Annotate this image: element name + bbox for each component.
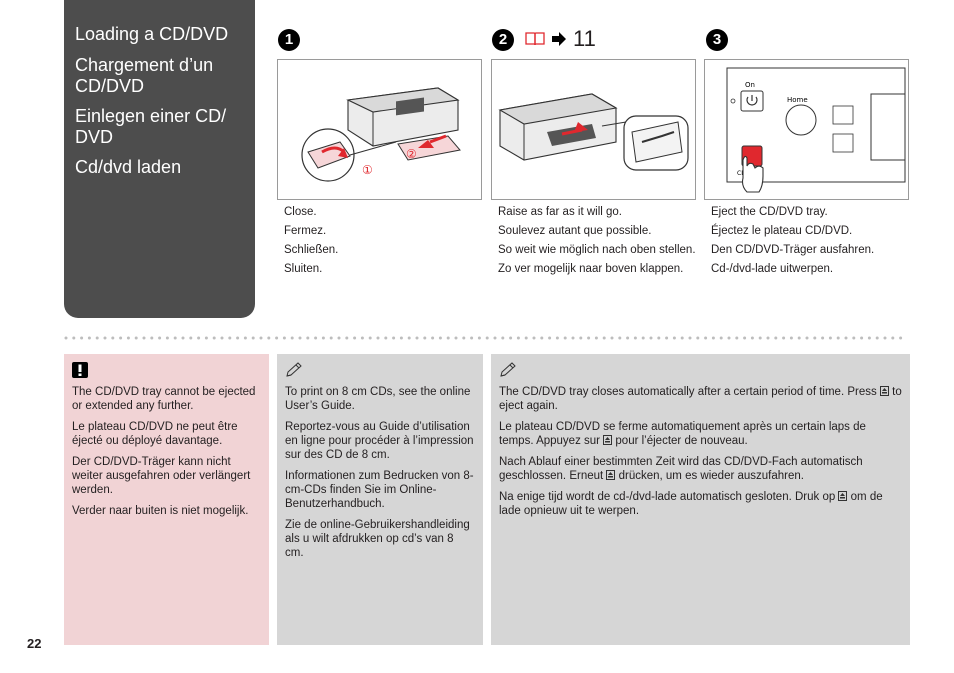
step-2-number: 2 <box>492 29 514 51</box>
caption-de: Schließen. <box>284 244 339 256</box>
note1-text: To print on 8 cm CDs, see the online Use… <box>285 385 475 567</box>
page-number: 22 <box>27 636 42 651</box>
caption-en: Close. <box>284 206 317 218</box>
step-1-captions: Close. Fermez. Schließen. Sluiten. <box>284 205 474 281</box>
note2-text: The CD/DVD tray closes automatically aft… <box>499 385 902 525</box>
note-box-auto-close: The CD/DVD tray closes automatically aft… <box>491 354 910 645</box>
section-title-panel: Loading a CD/DVD Chargement d’un CD/DVD … <box>64 0 255 318</box>
illustration-close-tray: ① ② <box>277 59 482 200</box>
caption-de: So weit wie möglich nach oben stellen. <box>498 244 696 256</box>
illustration-raise-panel <box>491 59 696 200</box>
caption-fr: Fermez. <box>284 225 327 237</box>
eject-icon <box>603 435 613 445</box>
label-circle-one: ① <box>362 163 373 177</box>
printer-raise-drawing <box>498 93 689 171</box>
illustration-eject-tray: On Home CD Tray <box>704 59 909 200</box>
note2-fr-a: Le plateau CD/DVD se ferme automatiqueme… <box>499 421 866 447</box>
step-3-captions: Eject the CD/DVD tray. Éjectez le platea… <box>711 205 907 281</box>
eject-icon <box>879 386 889 396</box>
book-icon <box>525 32 545 46</box>
note2-nl-b: om de lade opnieuw uit te werpen. <box>499 491 883 517</box>
title-fr: Chargement d’un CD/DVD <box>75 55 214 96</box>
caption-nl: Sluiten. <box>284 263 323 275</box>
caution-nl: Verder naar buiten is niet mogelijk. <box>72 505 249 517</box>
step-2-captions: Raise as far as it will go. Soulevez aut… <box>498 205 698 281</box>
note1-nl: Zie de online-Gebruikershandleiding als … <box>285 519 470 559</box>
caption-en: Raise as far as it will go. <box>498 206 622 218</box>
step-3-number: 3 <box>706 29 728 51</box>
label-circle-two: ② <box>406 147 417 161</box>
note2-fr-b: pour l’éjecter de nouveau. <box>615 435 748 447</box>
title-en: Loading a CD/DVD <box>75 24 229 44</box>
note2-nl-a: Na enige tijd wordt de cd-/dvd-lade auto… <box>499 491 836 503</box>
title-de: Einlegen einer CD/ DVD <box>75 106 227 147</box>
note-pencil-icon <box>500 362 516 377</box>
caption-fr: Éjectez le plateau CD/DVD. <box>711 225 853 237</box>
step-2-reference: 11 <box>525 27 596 51</box>
note-box-8cm-cd: To print on 8 cm CDs, see the online Use… <box>277 354 483 645</box>
eject-icon <box>838 491 848 501</box>
step-1-number: 1 <box>278 29 300 51</box>
label-home: Home <box>787 96 808 104</box>
note1-fr: Reportez-vous au Guide d’utilisation en … <box>285 421 474 461</box>
caption-en: Eject the CD/DVD tray. <box>711 206 828 218</box>
eject-icon <box>606 470 616 480</box>
title-nl: Cd/dvd laden <box>75 157 182 177</box>
caption-nl: Zo ver mogelijk naar boven klappen. <box>498 263 684 275</box>
caption-nl: Cd-/dvd-lade uitwerpen. <box>711 263 834 275</box>
printer-close-drawing: ① ② <box>301 87 461 182</box>
label-on: On <box>745 81 755 89</box>
caption-de: Den CD/DVD-Träger ausfahren. <box>711 244 875 256</box>
caution-en: The CD/DVD tray cannot be ejected or ext… <box>72 386 256 412</box>
note2-de-b: drücken, um es wieder auszufahren. <box>618 470 804 482</box>
caution-fr: Le plateau CD/DVD ne peut être éjecté ou… <box>72 421 238 447</box>
note2-de-a: Nach Ablauf einer bestimmten Zeit wird d… <box>499 456 863 482</box>
caption-fr: Soulevez autant que possible. <box>498 225 652 237</box>
note2-nl: Na enige tijd wordt de cd-/dvd-lade auto… <box>499 490 902 518</box>
caution-text: The CD/DVD tray cannot be ejected or ext… <box>72 385 261 525</box>
note2-en-a: The CD/DVD tray closes automatically aft… <box>499 386 877 398</box>
dotted-divider <box>64 336 910 340</box>
note2-en: The CD/DVD tray closes automatically aft… <box>499 385 902 413</box>
caution-box: The CD/DVD tray cannot be ejected or ext… <box>64 354 269 645</box>
note1-en: To print on 8 cm CDs, see the online Use… <box>285 386 471 412</box>
arrow-right-icon <box>552 32 566 46</box>
note2-de: Nach Ablauf einer bestimmten Zeit wird d… <box>499 455 902 483</box>
note2-en-b: to eject again. <box>499 386 902 412</box>
note1-de: Informationen zum Bedrucken von 8-cm-CDs… <box>285 470 474 510</box>
caution-icon <box>72 362 88 378</box>
caution-de: Der CD/DVD-Träger kann nicht weiter ausg… <box>72 456 251 496</box>
page-reference: 11 <box>573 26 596 51</box>
note-pencil-icon <box>286 362 302 377</box>
note2-fr: Le plateau CD/DVD se ferme automatiqueme… <box>499 420 902 448</box>
control-panel-drawing: On Home CD Tray <box>726 67 906 193</box>
